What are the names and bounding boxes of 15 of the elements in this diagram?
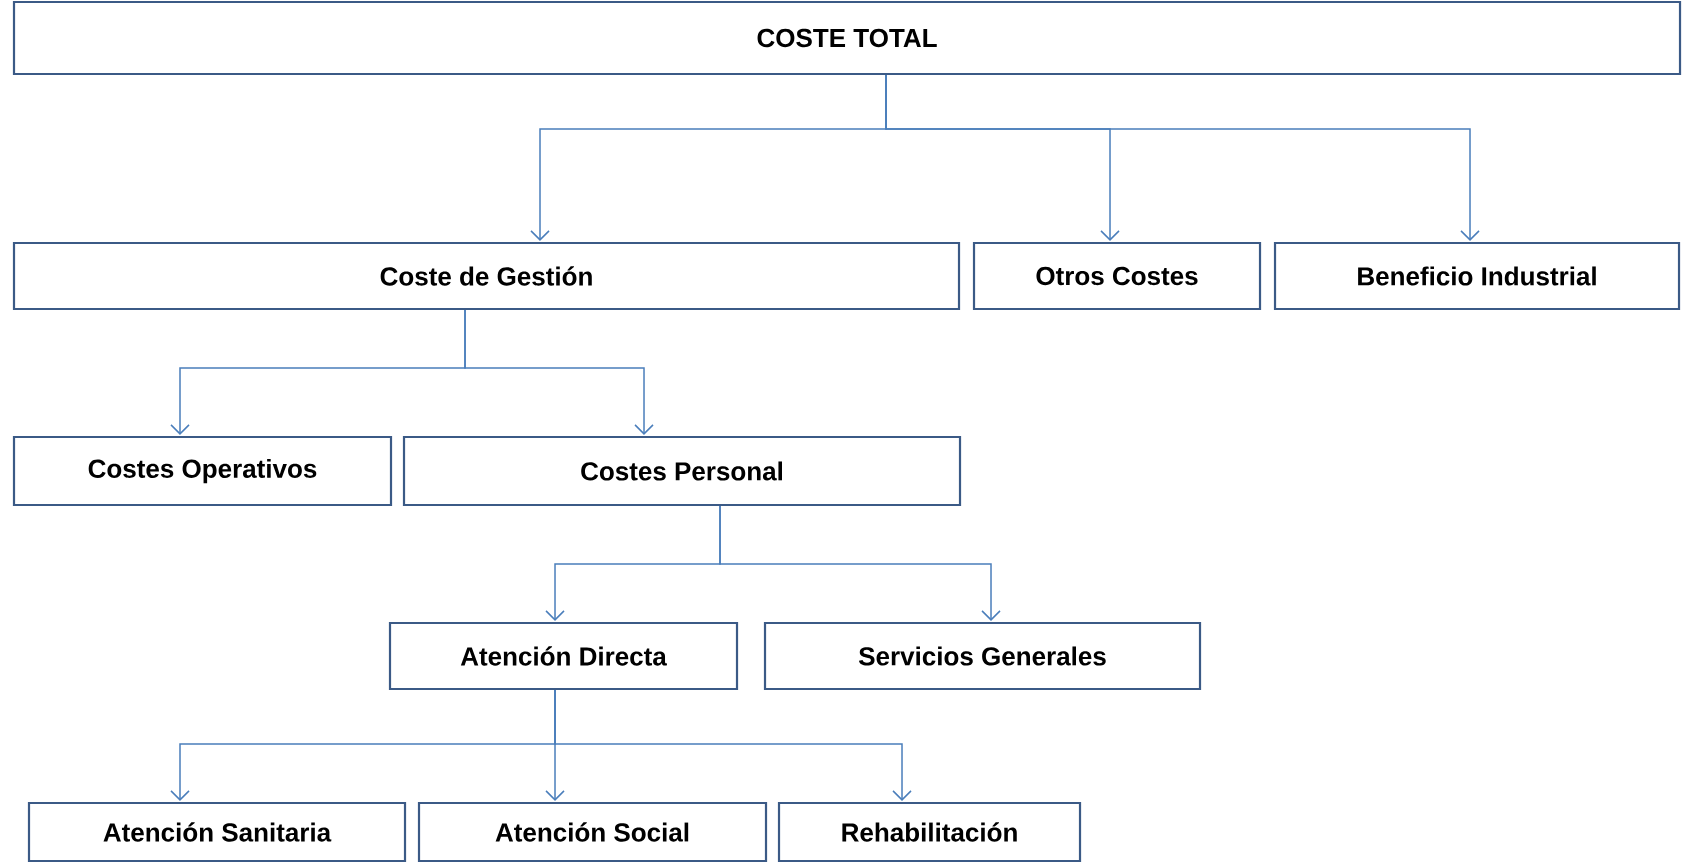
cost-box: Beneficio Industrial [1273,241,1681,311]
arrow [885,74,1480,241]
cost-box: Costes Operativos [12,435,393,507]
cost-box: Otros Costes [972,241,1262,311]
cost-box: Servicios Generales [763,621,1202,691]
arrow [719,505,1001,621]
cost-box: Rehabilitación [777,801,1082,863]
cost-box: Atención Directa [388,621,739,691]
cost-box: Costes Personal [402,435,962,507]
cost-box: Atención Sanitaria [27,801,407,863]
cost-box: COSTE TOTAL [12,0,1682,76]
cost-box: Coste de Gestión [12,241,961,311]
arrow [554,689,912,801]
arrow [464,309,654,435]
cost-box: Atención Social [417,801,768,863]
